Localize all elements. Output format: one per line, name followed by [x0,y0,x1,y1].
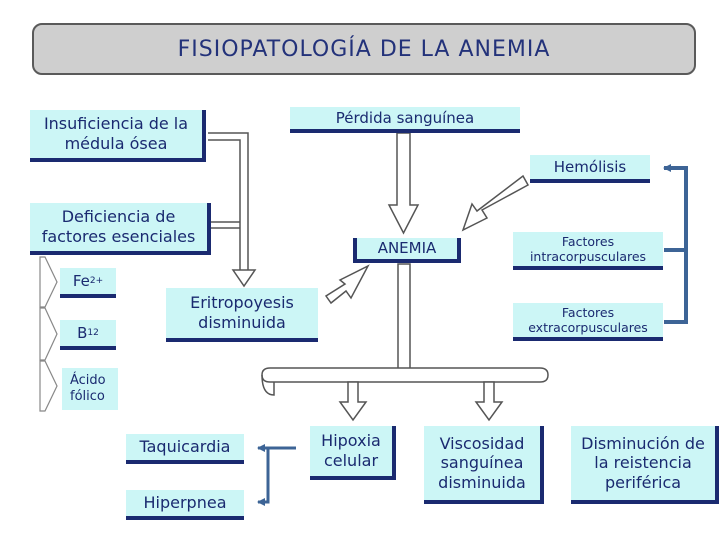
viscosidad-line2: sanguínea [440,453,524,473]
anemia-node: ANEMIA [353,238,461,263]
extra-line1: Factores [561,304,615,320]
disminucion-line3: periférica [604,472,682,492]
bracket-insuficiencia-arrow [208,132,249,270]
factores-intracorpusculares-node: Factores intracorpusculares [513,232,663,270]
hiperpnea-node: Hiperpnea [126,490,244,520]
page-title: FISIOPATOLOGÍA DE LA ANEMIA [32,23,696,75]
deficiencia-factores-node: Deficiencia de factores esenciales [30,203,211,255]
eritropoyesis-line1: Eritropoyesis [190,293,294,313]
viscosidad-line1: Viscosidad [439,433,525,453]
acido-line1: Ácido [70,373,106,389]
perdida-sanguinea-node: Pérdida sanguínea [290,107,520,133]
perdida-down-arrow [387,132,420,235]
anemia-down-stem [397,263,411,371]
b12-base: B [77,323,88,342]
disminucion-resistencia-node: Disminución de la reistencia periférica [571,426,719,504]
insuficiencia-line2: médula ósea [64,134,168,153]
eritropoyesis-diagonal-arrow [324,264,370,305]
disminucion-line2: la reistencia [594,453,692,473]
deficiencia-line1: Deficiencia de [61,207,176,227]
fe-base: Fe [72,271,90,290]
viscosidad-sanguinea-node: Viscosidad sanguínea disminuida [424,426,544,504]
hemolisis-diagonal-arrow [461,174,530,232]
viscosidad-down-arrow [474,381,504,422]
eritropoyesis-arrow-head [231,269,257,288]
intra-line1: Factores [561,233,615,249]
extra-line2: extracorpusculares [528,320,648,335]
b12-sub: 12 [87,327,99,338]
deficiencia-line2: factores esenciales [41,227,196,246]
scroll-bar-curl [261,374,275,396]
taquicardia-node: Taquicardia [126,434,244,464]
intra-line2: intracorpusculares [529,249,647,264]
eritropoyesis-line2: disminuida [198,313,286,332]
eritropoyesis-node: Eritropoyesis disminuida [166,288,318,342]
branch-scroll-bar [261,367,549,383]
taquicardia-hiperpnea-connector [257,444,296,506]
nutrient-bracket [39,256,58,412]
hipoxia-line2: celular [323,451,379,470]
acido-line2: fólico [70,389,105,404]
insuficiencia-medula-node: Insuficiencia de la médula ósea [30,110,206,162]
hemolisis-node: Hemólisis [530,155,650,183]
factores-extracorpusculares-node: Factores extracorpusculares [513,303,663,341]
hipoxia-line1: Hipoxia [321,431,381,451]
hipoxia-celular-node: Hipoxia celular [310,426,396,480]
acido-folico-node: Ácido fólico [62,368,118,410]
fe-sup: 2+ [89,275,104,286]
hemolisis-factor-bracket [663,164,688,324]
viscosidad-line3: disminuida [438,472,526,492]
insuficiencia-line1: Insuficiencia de la [43,114,189,134]
hipoxia-down-arrow [338,381,368,422]
disminucion-line1: Disminución de [581,433,705,453]
